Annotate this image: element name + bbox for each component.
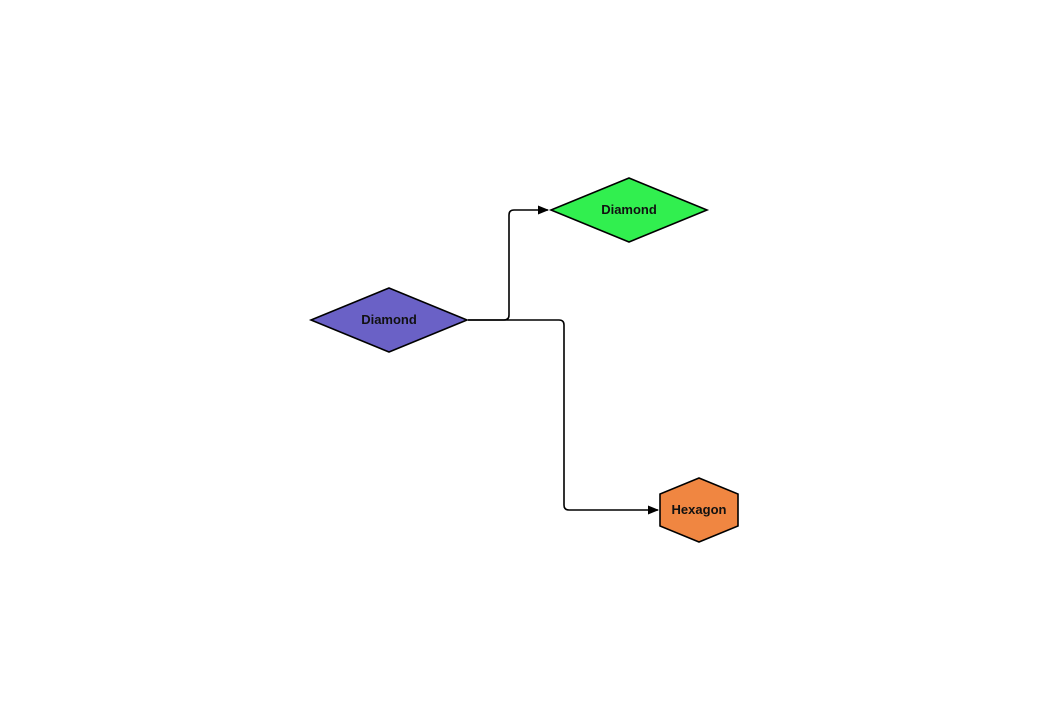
node-diamond-top[interactable]: Diamond (548, 177, 710, 243)
node-diamond-left[interactable]: Diamond (308, 287, 470, 353)
node-label: Diamond (601, 202, 657, 217)
node-label: Hexagon (672, 502, 727, 517)
edge-left-to-top (468, 205, 550, 321)
diamond-shape (548, 177, 710, 243)
diamond-shape (308, 287, 470, 353)
edge-left-to-bottom (468, 319, 660, 515)
node-label: Diamond (361, 312, 417, 327)
hexagon-shape (659, 477, 739, 543)
node-hexagon-bottom[interactable]: Hexagon (659, 477, 739, 543)
